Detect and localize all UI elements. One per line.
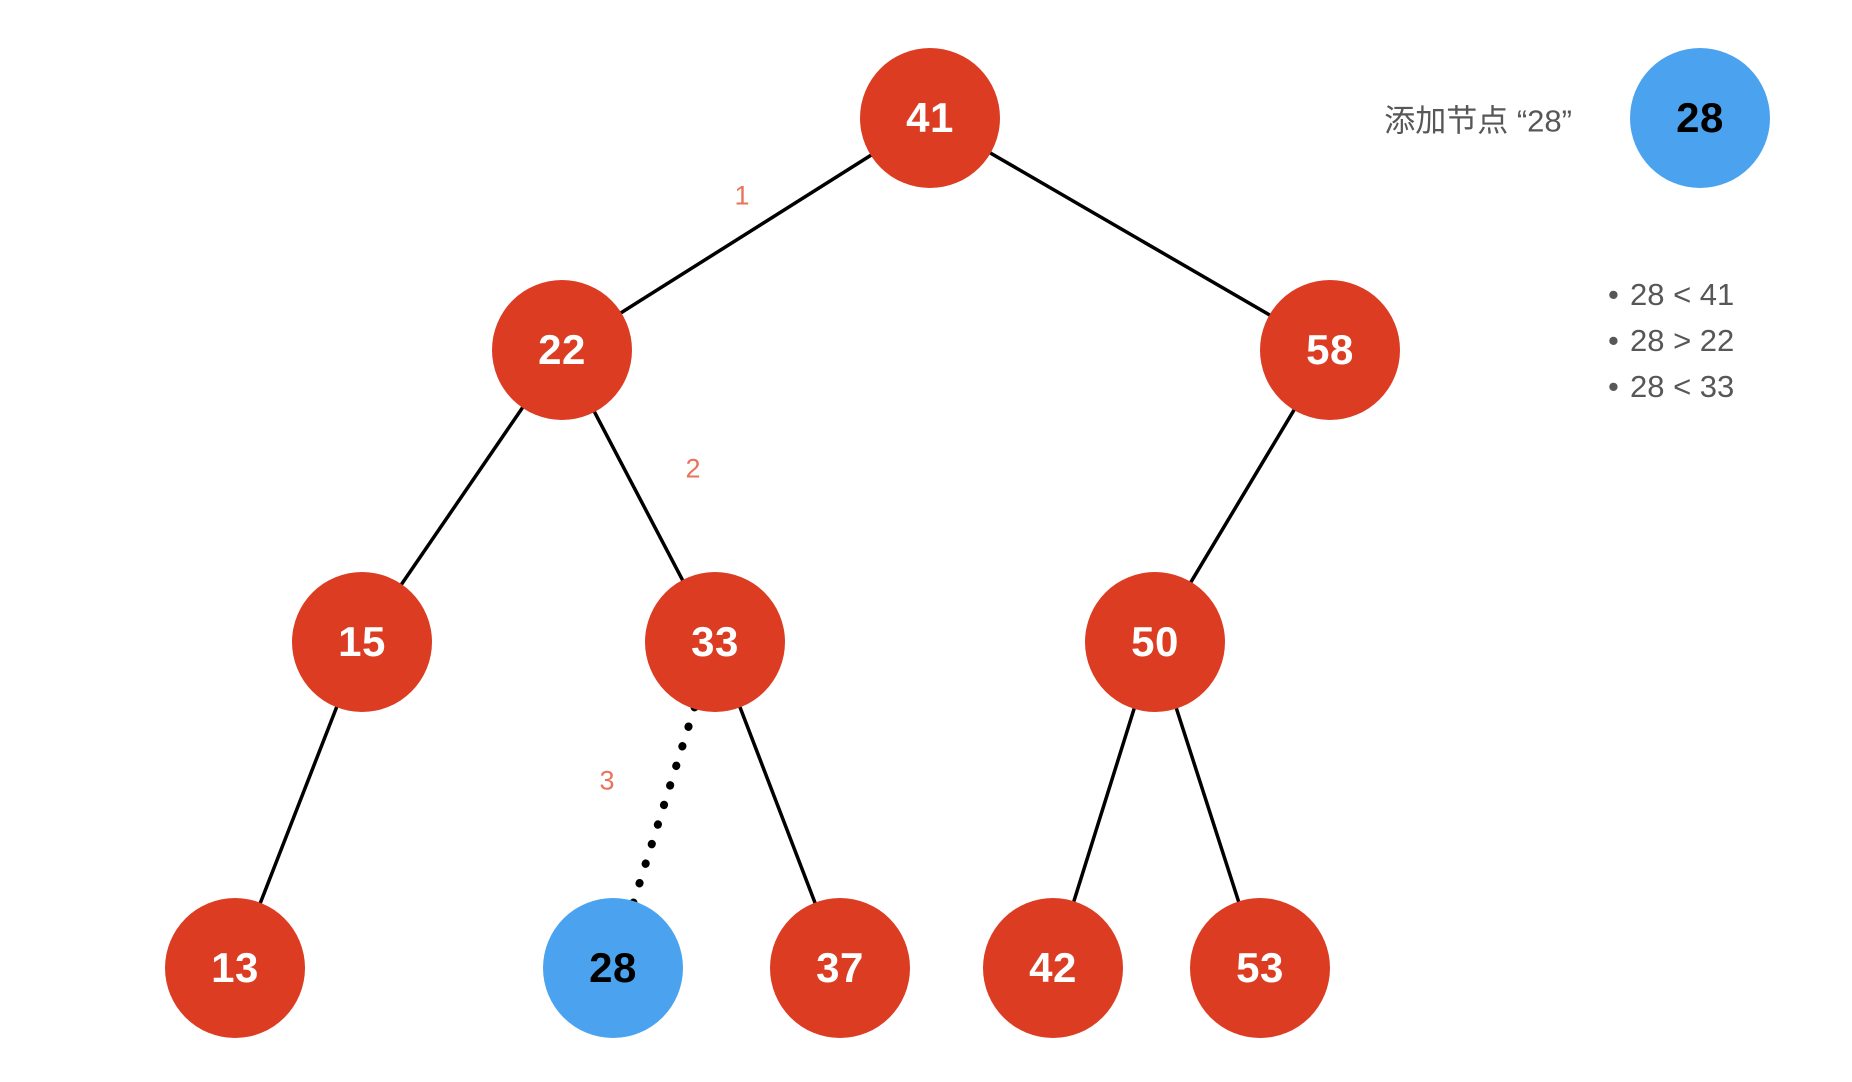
tree-node-label: 42: [1029, 944, 1077, 991]
tree-node-15: 15: [292, 572, 432, 712]
tree-node-33: 33: [645, 572, 785, 712]
legend-new-node-badge: 28: [1630, 48, 1770, 188]
tree-node-42: 42: [983, 898, 1123, 1038]
tree-node-50: 50: [1085, 572, 1225, 712]
tree-edge-n33-n37: [737, 704, 818, 906]
bullet-icon: •: [1608, 323, 1619, 358]
tree-edge-n50-n53: [1174, 706, 1241, 904]
tree-node-label: 28: [589, 944, 637, 991]
tree-node-13: 13: [165, 898, 305, 1038]
comparison-text: 28 < 33: [1630, 369, 1735, 404]
tree-node-label: 22: [538, 326, 586, 373]
tree-node-label: 58: [1306, 326, 1354, 373]
tree-node-label: 37: [816, 944, 864, 991]
tree-edge-n58-n50: [1188, 407, 1297, 585]
tree-edge-n41-n58: [987, 150, 1273, 318]
tree-edge-n15-n13: [258, 704, 339, 906]
tree-edge-n33-n28: [629, 702, 699, 908]
edge-step-label-2: 2: [685, 453, 701, 484]
tree-edge-n50-n42: [1071, 706, 1137, 904]
legend-caption: 添加节点 “28”: [1384, 103, 1572, 139]
tree-node-label: 50: [1131, 618, 1179, 665]
tree-node-label: 13: [211, 944, 259, 991]
legend-badge-label: 28: [1676, 94, 1724, 141]
tree-node-37: 37: [770, 898, 910, 1038]
edge-step-label-1: 1: [734, 180, 750, 211]
bullet-icon: •: [1608, 369, 1619, 404]
tree-node-58: 58: [1260, 280, 1400, 420]
tree-edge-n22-n15: [398, 405, 526, 587]
tree-node-label: 15: [338, 618, 386, 665]
comparison-item: • 28 > 22: [1608, 318, 1734, 364]
tree-edge-n22-n33: [592, 409, 685, 583]
tree-node-label: 53: [1236, 944, 1284, 991]
tree-node-label: 41: [906, 94, 954, 141]
tree-node-label: 33: [691, 618, 739, 665]
tree-node-41: 41: [860, 48, 1000, 188]
tree-edge-n41-n22: [618, 152, 874, 316]
comparison-list: • 28 < 41 • 28 > 22 • 28 < 33: [1608, 272, 1734, 410]
tree-node-28: 28: [543, 898, 683, 1038]
tree-node-22: 22: [492, 280, 632, 420]
comparison-text: 28 < 41: [1630, 277, 1735, 312]
comparison-text: 28 > 22: [1630, 323, 1735, 358]
edge-step-label-3: 3: [599, 765, 615, 796]
comparison-item: • 28 < 33: [1608, 364, 1734, 410]
tree-node-53: 53: [1190, 898, 1330, 1038]
comparison-item: • 28 < 41: [1608, 272, 1734, 318]
bullet-icon: •: [1608, 277, 1619, 312]
